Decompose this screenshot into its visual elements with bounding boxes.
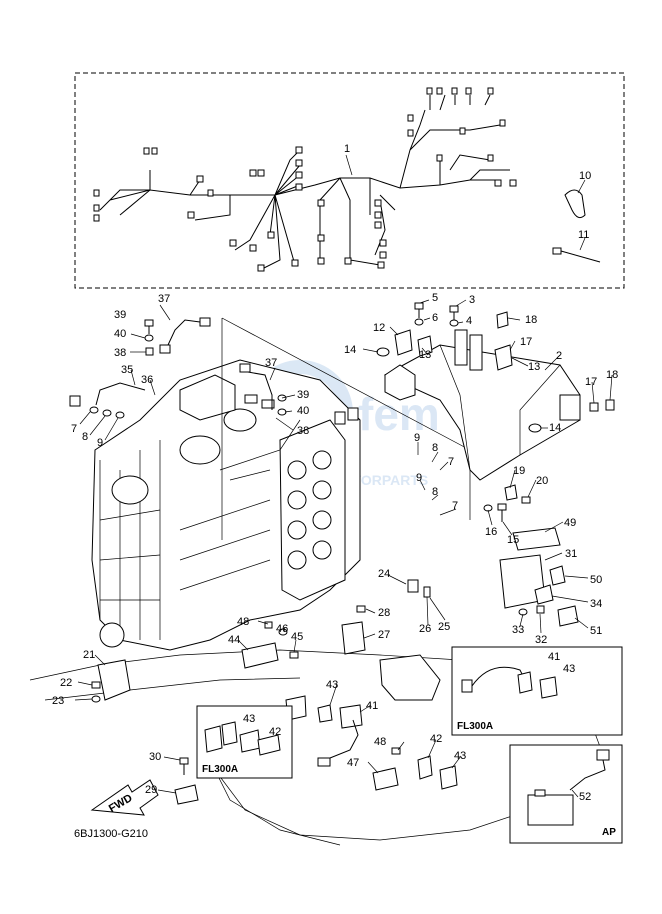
callout-21: 21 bbox=[83, 649, 95, 661]
clip-part-10 bbox=[564, 189, 586, 219]
callout-10: 10 bbox=[579, 170, 591, 182]
wire-harness bbox=[93, 87, 517, 272]
callout-35: 35 bbox=[121, 364, 133, 376]
callout-48a: 48 bbox=[237, 616, 249, 628]
callout-26: 26 bbox=[419, 623, 431, 635]
callout-4: 4 bbox=[466, 315, 472, 327]
callout-40b: 40 bbox=[297, 405, 309, 417]
callout-39a: 39 bbox=[114, 309, 126, 321]
callout-11: 11 bbox=[578, 229, 589, 241]
callout-24: 24 bbox=[378, 568, 390, 580]
callout-17b: 17 bbox=[585, 376, 597, 388]
callout-8b: 8 bbox=[432, 442, 438, 454]
callout-36: 36 bbox=[141, 374, 153, 386]
harness-connectors bbox=[93, 87, 517, 272]
callout-48b: 48 bbox=[374, 736, 386, 748]
callout-49: 49 bbox=[564, 517, 576, 529]
callout-6: 6 bbox=[432, 312, 438, 324]
callout-12: 12 bbox=[373, 322, 385, 334]
callout-5: 5 bbox=[432, 292, 438, 304]
callout-leaders bbox=[74, 154, 613, 798]
callout-37a: 37 bbox=[158, 293, 170, 305]
callout-1: 1 bbox=[344, 143, 350, 155]
callout-34: 34 bbox=[590, 598, 602, 610]
callout-47: 47 bbox=[347, 757, 359, 769]
callout-40a: 40 bbox=[114, 328, 126, 340]
callout-2: 2 bbox=[556, 350, 562, 362]
callout-13b: 13 bbox=[528, 361, 540, 373]
callout-numbers: 1 2 3 4 5 6 7 7 7 8 8 8 9 9 9 10 11 12 1… bbox=[52, 143, 618, 803]
callout-30: 30 bbox=[149, 751, 161, 763]
small-parts-mid-right bbox=[407, 484, 579, 627]
callout-41a: 41 bbox=[366, 700, 378, 712]
ap-box: AP bbox=[509, 744, 623, 844]
callout-28: 28 bbox=[378, 607, 390, 619]
callout-18a: 18 bbox=[525, 314, 537, 326]
callout-17a: 17 bbox=[520, 336, 532, 348]
callout-25: 25 bbox=[438, 621, 450, 633]
callout-50: 50 bbox=[590, 574, 602, 586]
callout-42b: 42 bbox=[269, 726, 281, 738]
fl300a-left-label: FL300A bbox=[202, 764, 238, 775]
callout-16: 16 bbox=[485, 526, 497, 538]
callout-19: 19 bbox=[513, 465, 525, 477]
callout-33: 33 bbox=[512, 624, 524, 636]
callout-8c: 8 bbox=[432, 486, 438, 498]
callout-15: 15 bbox=[507, 534, 519, 546]
callout-43c: 43 bbox=[243, 713, 255, 725]
callout-7c: 7 bbox=[452, 500, 458, 512]
callout-13a: 13 bbox=[419, 349, 431, 361]
callout-39b: 39 bbox=[297, 389, 309, 401]
fl300a-right-box: FL300A bbox=[451, 646, 623, 736]
wire-harness-box bbox=[74, 72, 625, 289]
callout-37b: 37 bbox=[265, 357, 277, 369]
callout-22: 22 bbox=[60, 677, 72, 689]
ap-label: AP bbox=[602, 827, 616, 838]
callout-27: 27 bbox=[378, 629, 390, 641]
callout-44: 44 bbox=[228, 634, 240, 646]
callout-52: 52 bbox=[579, 791, 591, 803]
callout-18b: 18 bbox=[606, 369, 618, 381]
callout-14b: 14 bbox=[549, 422, 561, 434]
callout-9b: 9 bbox=[414, 432, 420, 444]
callout-43a: 43 bbox=[326, 679, 338, 691]
tie-part-11 bbox=[552, 247, 601, 263]
callout-9a: 9 bbox=[97, 437, 103, 449]
diagram-code: 6BJ1300-G210 bbox=[74, 828, 148, 840]
callout-23: 23 bbox=[52, 695, 64, 707]
engine-block bbox=[91, 359, 361, 651]
callout-45: 45 bbox=[291, 631, 303, 643]
callout-32: 32 bbox=[535, 634, 547, 646]
callout-42a: 42 bbox=[430, 733, 442, 745]
callout-7b: 7 bbox=[448, 456, 454, 468]
callout-51: 51 bbox=[590, 625, 602, 637]
fl300a-left-box: FL300A bbox=[196, 705, 293, 779]
small-parts-upper-left bbox=[69, 317, 287, 419]
fwd-arrow: FWD bbox=[90, 779, 159, 816]
callout-8a: 8 bbox=[82, 431, 88, 443]
callout-9c: 9 bbox=[416, 472, 422, 484]
callout-43d: 43 bbox=[563, 663, 575, 675]
callout-7a: 7 bbox=[71, 423, 77, 435]
callout-38b: 38 bbox=[297, 425, 309, 437]
callout-29: 29 bbox=[145, 784, 157, 796]
callout-46: 46 bbox=[276, 623, 288, 635]
callout-20: 20 bbox=[536, 475, 548, 487]
small-parts-lower bbox=[91, 605, 458, 805]
fl300a-right-label: FL300A bbox=[457, 721, 493, 732]
electrical-bracket bbox=[383, 329, 581, 481]
callout-43b: 43 bbox=[454, 750, 466, 762]
callout-31: 31 bbox=[565, 548, 577, 560]
callout-14a: 14 bbox=[344, 344, 356, 356]
callout-41b: 41 bbox=[548, 651, 560, 663]
callout-3: 3 bbox=[469, 294, 475, 306]
callout-38a: 38 bbox=[114, 347, 126, 359]
